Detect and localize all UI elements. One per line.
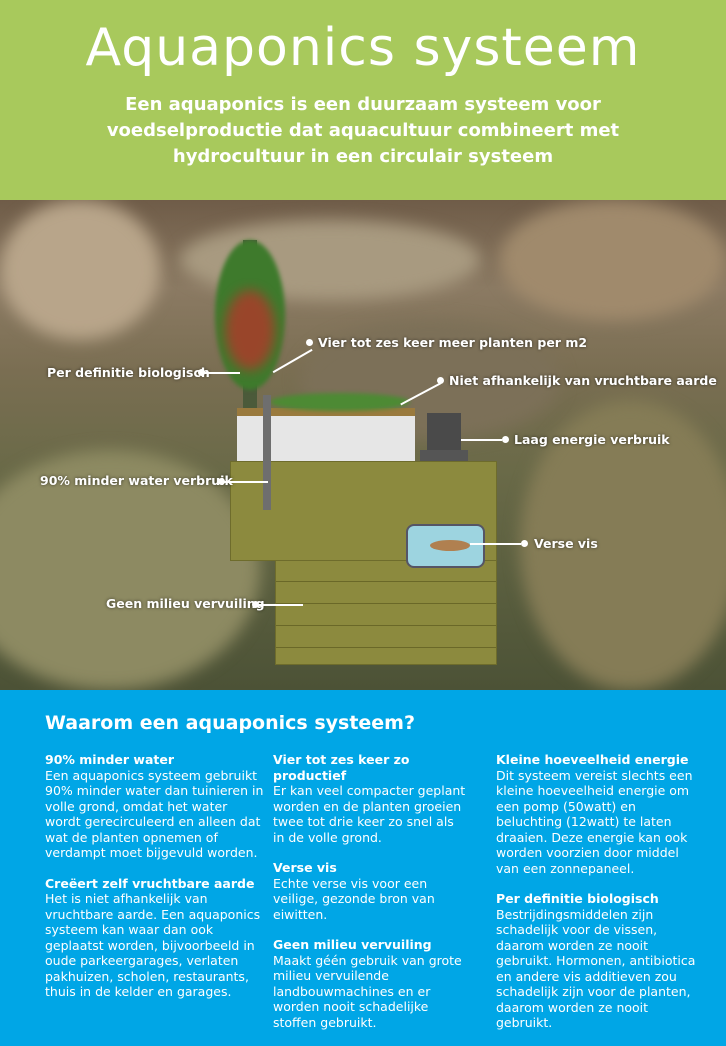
page-subtitle: Een aquaponics is een duurzaam systeem v… [106, 94, 620, 167]
benefit-text: Er kan veel compacter geplant worden en … [273, 783, 466, 845]
benefit-text: Het is niet afhankelijk van vruchtbare a… [45, 891, 261, 999]
benefit-heading: 90% minder water [45, 752, 175, 767]
label-vervuiling: Geen milieu vervuiling [106, 596, 265, 611]
benefit-heading: Verse vis [273, 860, 337, 875]
label-vis: Verse vis [534, 536, 598, 551]
header: Aquaponics systeem Een aquaponics is een… [0, 0, 726, 200]
benefit-text: Een aquaponics systeem gebruikt 90% mind… [45, 767, 264, 861]
benefit-heading: Creëert zelf vruchtbare aarde [45, 875, 255, 891]
diagram-photo: Per definitie biologisch Vier tot zes ke… [0, 200, 726, 690]
label-energie: Laag energie verbruik [514, 432, 670, 447]
fish-icon [430, 540, 470, 551]
sump-tank [275, 560, 497, 665]
benefit-text: Bestrijdingsmiddelen zijn schadelijk voo… [496, 906, 696, 1031]
benefit-heading: Vier tot zes keer zo productief [273, 752, 410, 783]
benefit-text: Echte verse vis voor een veilige, gezond… [273, 875, 435, 922]
pump-box [427, 413, 461, 453]
benefit-text: Dit systeem vereist slechts een kleine h… [496, 767, 693, 876]
label-water: 90% minder water verbruik [40, 473, 233, 488]
benefit-heading: Kleine hoeveelheid energie [496, 752, 689, 767]
section-title: Waarom een aquaponics systeem? [45, 712, 415, 734]
benefits-section: Waarom een aquaponics systeem? 90% minde… [0, 690, 726, 1030]
label-biologisch: Per definitie biologisch [47, 365, 210, 380]
label-aarde: Niet afhankelijk van vruchtbare aarde [449, 373, 717, 388]
page-title: Aquaponics systeem [85, 18, 641, 78]
fish-window [406, 524, 485, 568]
benefit-text: Maakt géén gebruik van grote milieu verv… [273, 952, 462, 1030]
label-planten: Vier tot zes keer meer planten per m2 [318, 335, 588, 350]
benefit-heading: Per definitie biologisch [496, 891, 659, 906]
benefit-heading: Geen milieu vervuiling [273, 937, 432, 952]
